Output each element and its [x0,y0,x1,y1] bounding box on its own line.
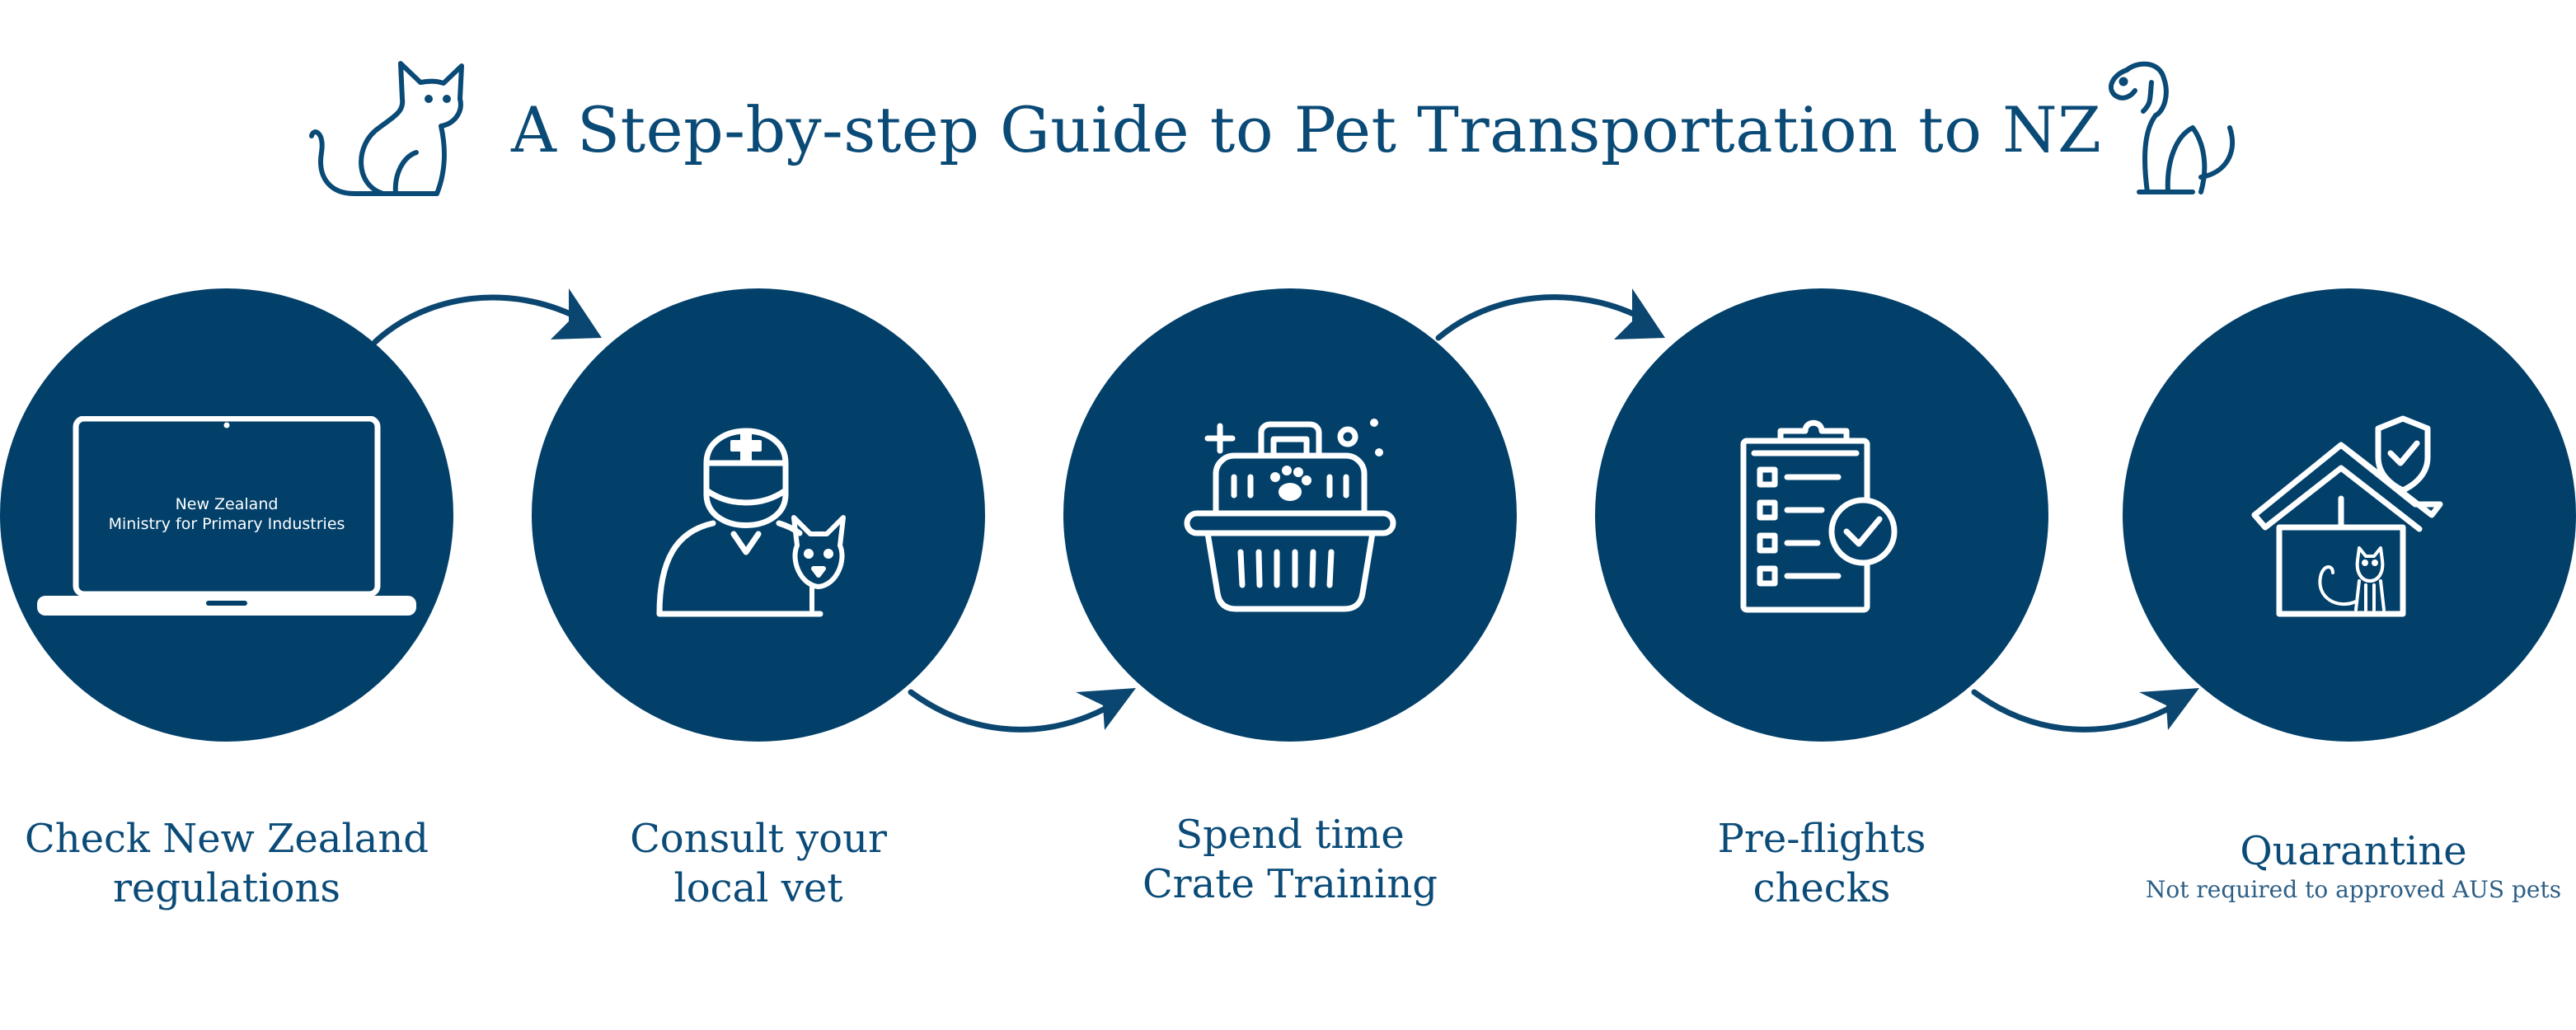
arrowhead-3 [1614,288,1665,339]
screen-line-2: Ministry for Primary Industries [108,515,345,533]
arrow-step2-to-step3 [908,689,1116,733]
dog-outline-icon [2109,61,2236,194]
step-2-label-line-2: local vet [673,865,843,911]
step-5-note: Not required to approved AUS pets [2145,876,2562,903]
checklist-clipboard-icon [1740,419,1898,613]
arrow-step4-to-step5 [1971,689,2180,733]
step-5-circle [2123,288,2576,742]
step-4-circle [1595,288,2048,742]
step-1-label-line-1: Check New Zealand [24,816,429,862]
step-4-label: Pre-flights checks [1595,814,2048,913]
step-2-circle [532,288,985,742]
laptop-icon: New Zealand Ministry for Primary Industr… [37,416,416,618]
arrow-step1-to-step2 [372,294,580,345]
step-4-label-line-1: Pre-flights [1717,816,1926,862]
arrowhead-4 [2139,688,2199,730]
arrowhead-2 [1076,688,1136,730]
pet-crate-icon [1184,419,1396,612]
step-5-label-line-1: Quarantine [2240,828,2467,874]
step-5-label: Quarantine Not required to approved AUS … [2106,826,2576,904]
step-1-label-line-2: regulations [112,865,341,911]
veterinarian-with-dog-icon [656,428,846,617]
step-2-label: Consult your local vet [532,814,985,913]
arrow-step3-to-step4 [1435,294,1644,341]
screen-line-1: New Zealand [175,495,279,513]
page-title: A Step-by-step Guide to Pet Transportati… [511,93,2102,166]
step-3-label: Spend time Crate Training [1063,810,1517,909]
cat-outline-icon [309,61,464,196]
step-3-label-line-1: Spend time [1175,812,1405,858]
step-1-label: Check New Zealand regulations [0,814,453,913]
house-with-cat-shield-icon [2251,415,2443,617]
laptop-screen-text: New Zealand Ministry for Primary Industr… [37,494,416,534]
step-2-label-line-1: Consult your [630,816,887,862]
step-4-label-line-2: checks [1753,865,1891,911]
arrowhead-1 [551,288,602,339]
step-3-label-line-2: Crate Training [1142,861,1438,907]
